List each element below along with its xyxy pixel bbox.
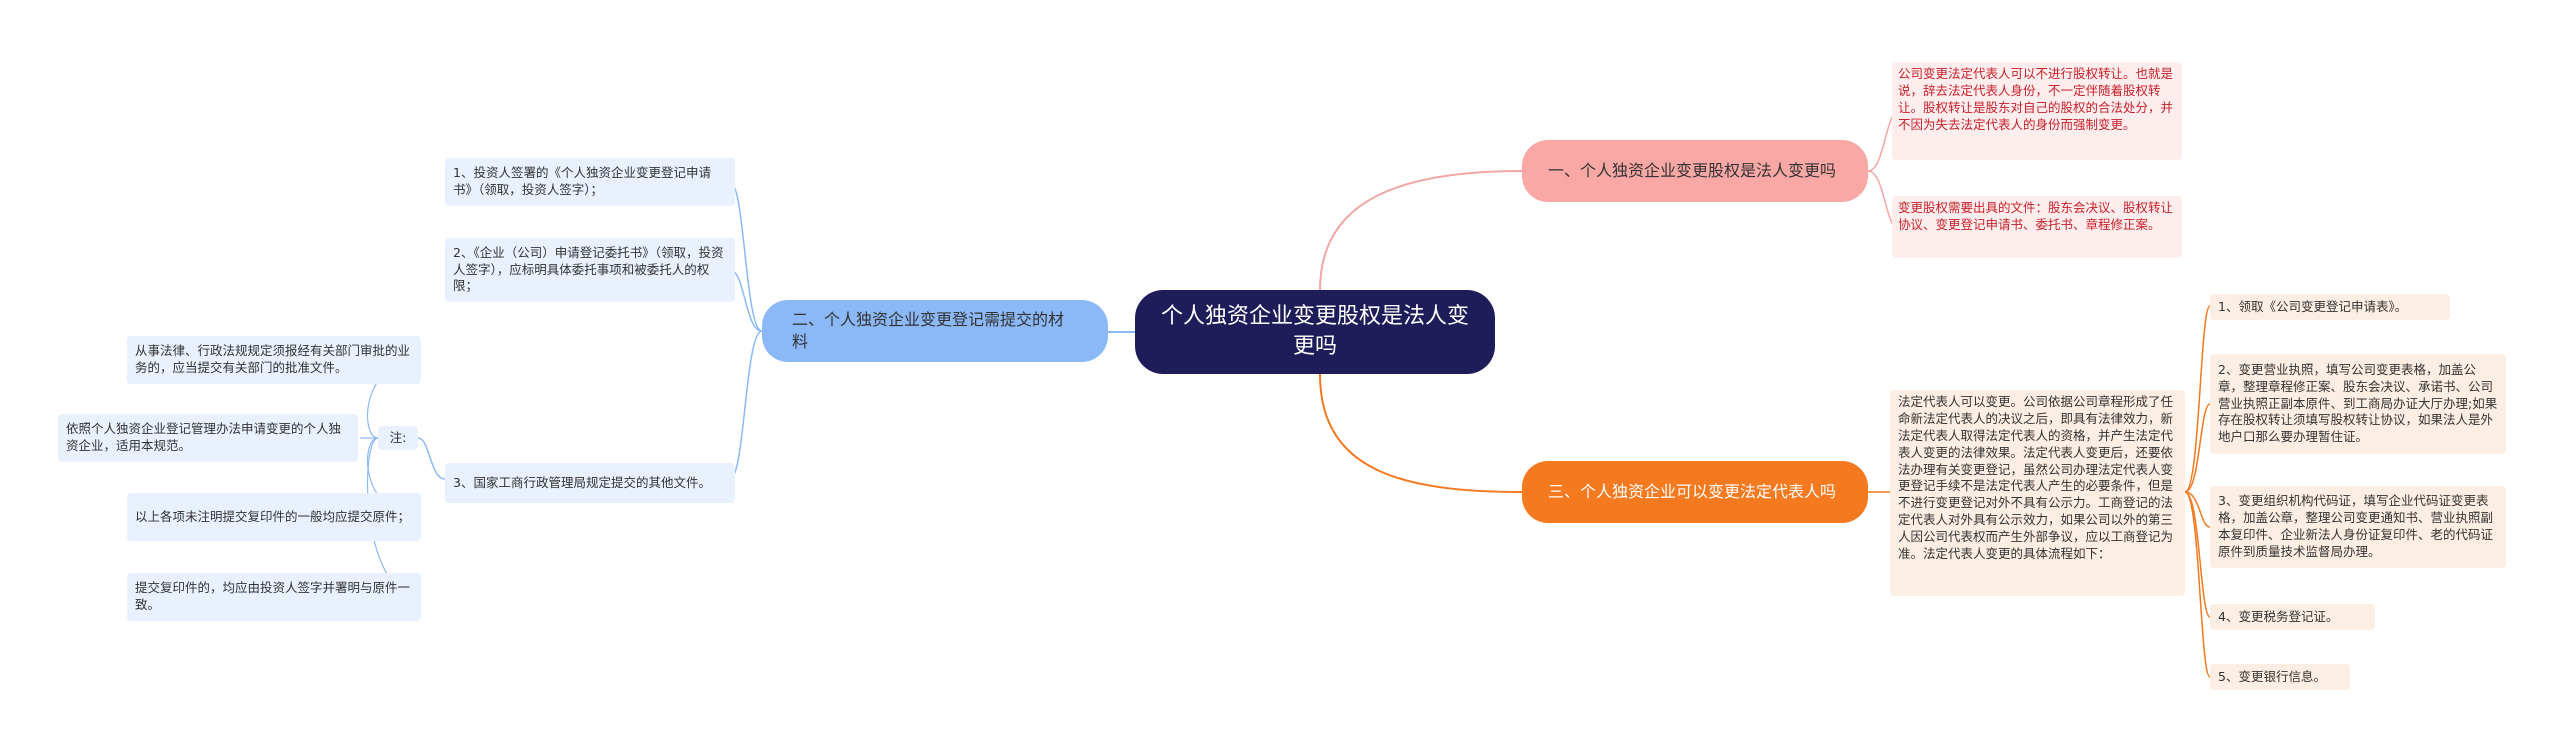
branch-3-step-2-text: 2、变更营业执照，填写公司变更表格，加盖公章，整理章程修正案、股东会决议、承诺书… [2218,361,2498,445]
branch-1-leaf-2-text: 变更股权需要出具的文件：股东会决议、股权转让协议、变更登记申请书、委托书、章程修… [1898,200,2174,232]
branch-3-step-5-text: 5、变更银行信息。 [2218,668,2326,684]
note-item-4[interactable]: 提交复印件的，均应由投资人签字并署明与原件一致。 [127,573,421,621]
branch-2-item-3[interactable]: 3、国家工商行政管理局规定提交的其他文件。 [445,463,735,503]
note-item-2[interactable]: 依照个人独资企业登记管理办法申请变更的个人独资企业，适用本规范。 [58,414,358,462]
branch-3-intro-text: 法定代表人可以变更。公司依据公司章程形成了任命新法定代表人的决议之后，即具有法律… [1898,394,2174,561]
branch-1-leaf-1-text: 公司变更法定代表人可以不进行股权转让。也就是说，辞去法定代表人身份，不一定伴随着… [1898,66,2174,132]
branch-3-step-4-text: 4、变更税务登记证。 [2218,608,2339,624]
note-item-1[interactable]: 从事法律、行政法规规定须报经有关部门审批的业务的，应当提交有关部门的批准文件。 [127,336,421,384]
branch-2-item-2[interactable]: 2、《企业（公司）申请登记委托书》（领取，投资人签字），应标明具体委托事项和被委… [445,238,735,302]
central-topic-label: 个人独资企业变更股权是法人变更吗 [1160,304,1469,359]
note-item-1-text: 从事法律、行政法规规定须报经有关部门审批的业务的，应当提交有关部门的批准文件。 [135,343,411,375]
branch-3-step-4[interactable]: 4、变更税务登记证。 [2210,604,2375,630]
branch-1-topic[interactable]: 一、个人独资企业变更股权是法人变更吗 [1522,140,1868,202]
branch-2-item-1-text: 1、投资人签署的《个人独资企业变更登记申请书》（领取，投资人签字）； [453,165,711,197]
branch-3-step-5[interactable]: 5、变更银行信息。 [2210,664,2350,690]
branch-3-step-2[interactable]: 2、变更营业执照，填写公司变更表格，加盖公章，整理章程修正案、股东会决议、承诺书… [2210,354,2506,454]
branch-2-item-2-text: 2、《企业（公司）申请登记委托书》（领取，投资人签字），应标明具体委托事项和被委… [453,244,724,294]
branch-2-item-3-text: 3、国家工商行政管理局规定提交的其他文件。 [453,474,711,490]
note-item-3-text: 以上各项未注明提交复印件的一般均应提交原件； [135,508,411,524]
note-item-2-text: 依照个人独资企业登记管理办法申请变更的个人独资企业，适用本规范。 [66,421,342,453]
central-topic[interactable]: 个人独资企业变更股权是法人变更吗 [1135,290,1495,374]
note-item-4-text: 提交复印件的，均应由投资人签字并署明与原件一致。 [135,580,411,612]
branch-1-leaf-1[interactable]: 公司变更法定代表人可以不进行股权转让。也就是说，辞去法定代表人身份，不一定伴随着… [1892,62,2182,160]
note-label-text: 注: [389,429,407,445]
note-label[interactable]: 注: [378,426,418,450]
branch-3-step-3[interactable]: 3、变更组织机构代码证，填写企业代码证变更表格，加盖公章，整理公司变更通知书、营… [2210,486,2506,568]
branch-2-label: 二、个人独资企业变更登记需提交的材料 [792,310,1065,351]
branch-1-leaf-2[interactable]: 变更股权需要出具的文件：股东会决议、股权转让协议、变更登记申请书、委托书、章程修… [1892,196,2182,258]
branch-1-label: 一、个人独资企业变更股权是法人变更吗 [1548,161,1837,181]
branch-2-topic[interactable]: 二、个人独资企业变更登记需提交的材料 [762,300,1108,362]
note-item-3[interactable]: 以上各项未注明提交复印件的一般均应提交原件； [127,493,421,541]
branch-3-topic[interactable]: 三、个人独资企业可以变更法定代表人吗 [1522,461,1868,523]
branch-2-item-1[interactable]: 1、投资人签署的《个人独资企业变更登记申请书》（领取，投资人签字）； [445,158,735,206]
branch-3-label: 三、个人独资企业可以变更法定代表人吗 [1548,482,1837,502]
branch-3-step-1-text: 1、领取《公司变更登记申请表》。 [2218,298,2408,314]
branch-3-step-3-text: 3、变更组织机构代码证，填写企业代码证变更表格，加盖公章，整理公司变更通知书、营… [2218,493,2494,559]
branch-3-step-1[interactable]: 1、领取《公司变更登记申请表》。 [2210,294,2450,320]
branch-3-intro[interactable]: 法定代表人可以变更。公司依据公司章程形成了任命新法定代表人的决议之后，即具有法律… [1890,390,2185,596]
